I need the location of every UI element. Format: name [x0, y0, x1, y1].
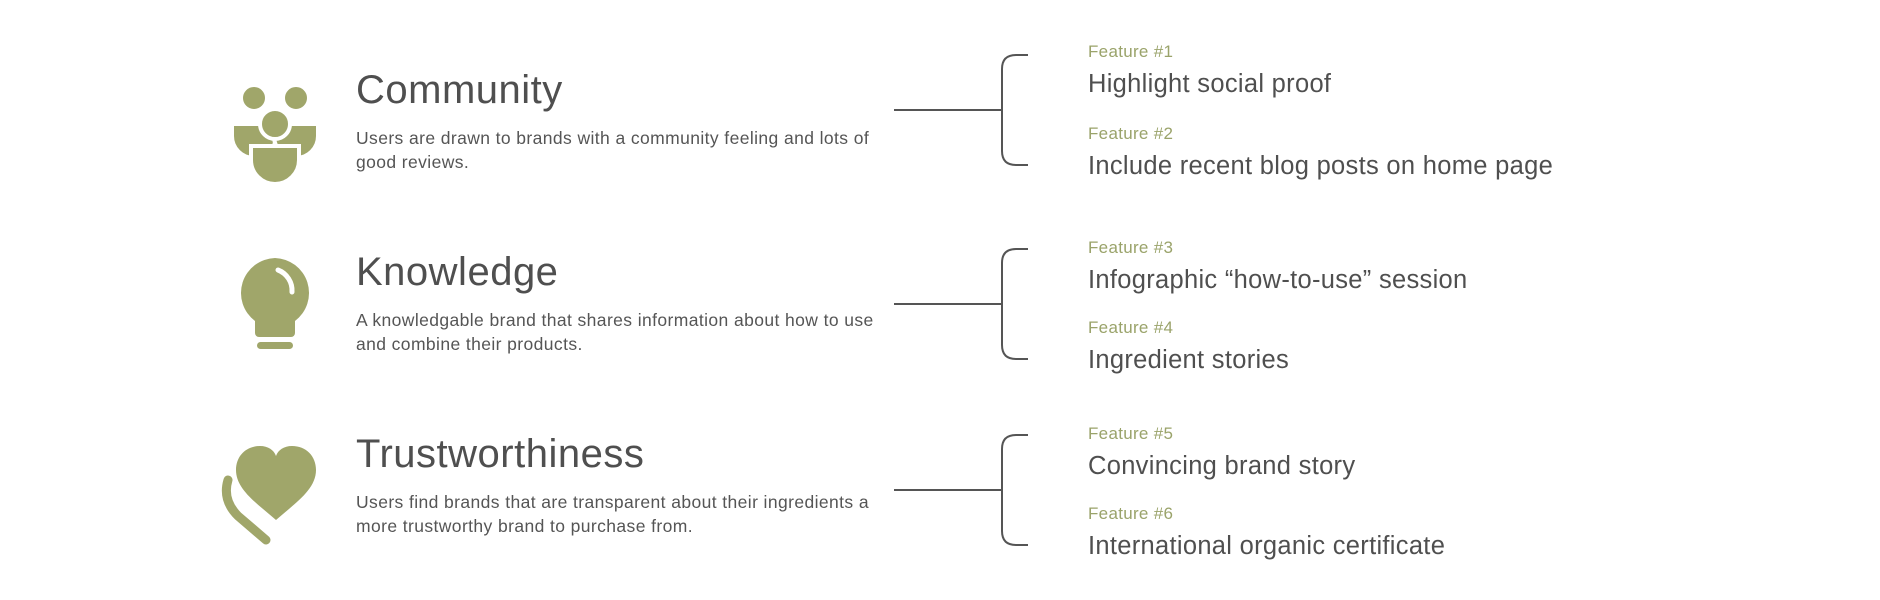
feature-label: Feature #1 [1088, 42, 1174, 61]
feature-text: Convincing brand story [1088, 452, 1356, 480]
pillar-trustworthiness: Trustworthiness Users find brands that a… [0, 420, 1880, 600]
feature-text: International organic certificate [1088, 532, 1446, 560]
feature-label: Feature #6 [1088, 504, 1174, 523]
pillar-description: Users find brands that are transparent a… [356, 492, 869, 536]
feature-text: Highlight social proof [1088, 70, 1332, 98]
pillar-title: Trustworthiness [356, 432, 645, 476]
pillar-community: Community Users are drawn to brands with… [0, 40, 1880, 220]
pillar-description: Users are drawn to brands with a communi… [356, 128, 870, 172]
pillar-title: Knowledge [356, 250, 559, 294]
feature-label: Feature #4 [1088, 318, 1174, 337]
connector-bracket [894, 434, 1030, 554]
community-icon [220, 80, 330, 190]
feature-label: Feature #5 [1088, 424, 1174, 443]
pillar-title: Community [356, 68, 563, 112]
pillar-knowledge: Knowledge A knowledgable brand that shar… [0, 236, 1880, 416]
feature-label: Feature #2 [1088, 124, 1174, 143]
heart-icon [220, 440, 330, 550]
connector-bracket [894, 248, 1030, 368]
feature-text: Infographic “how-to-use” session [1088, 266, 1468, 294]
lightbulb-icon [220, 256, 330, 366]
feature-label: Feature #3 [1088, 238, 1174, 257]
feature-text: Ingredient stories [1088, 346, 1290, 374]
connector-bracket [894, 54, 1030, 174]
pillar-description: A knowledgable brand that shares informa… [356, 310, 874, 354]
feature-text: Include recent blog posts on home page [1088, 152, 1554, 180]
